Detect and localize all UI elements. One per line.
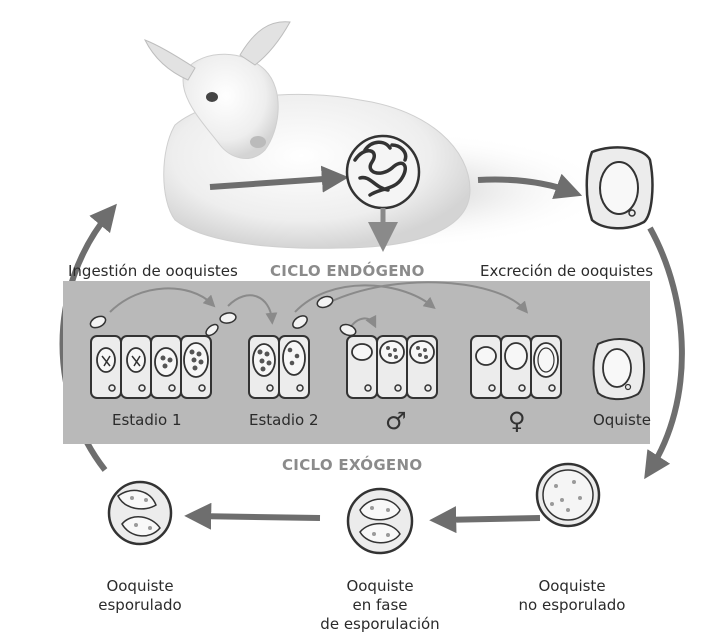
male-gamont-cells <box>347 336 437 398</box>
excreted-oocyst <box>587 147 653 228</box>
endogenous-cycle-title: CICLO ENDÓGENO <box>270 262 425 280</box>
sporulated-label: Ooquiste esporulado <box>85 577 195 615</box>
ingestion-label: Ingestión de ooquistes <box>68 262 238 281</box>
cycle-arrow-bottom-left <box>195 516 320 518</box>
cycle-arrow-right <box>650 228 682 470</box>
intestine-circle <box>347 136 419 208</box>
oocyst-sporulated <box>109 482 171 544</box>
stage2-label: Estadio 2 <box>249 411 319 430</box>
oocyst-panel-label: Oquiste <box>593 411 651 430</box>
male-symbol: ♂ <box>385 409 407 433</box>
cycle-arrow-bottom-right <box>440 518 540 520</box>
unsporulated-label: Ooquiste no esporulado <box>512 577 632 615</box>
excretion-label: Excreción de ooquistes <box>480 262 653 281</box>
panel-oocyst <box>594 339 645 399</box>
oocyst-unsporulated <box>537 464 599 526</box>
female-symbol: ♀ <box>508 409 526 433</box>
exogenous-cycle-title: CICLO EXÓGENO <box>282 456 422 474</box>
stage2-cells <box>249 336 309 398</box>
stage1-cells <box>91 336 211 398</box>
oocyst-sporulating <box>348 489 412 553</box>
female-gamont-cells <box>471 336 561 398</box>
stage1-label: Estadio 1 <box>112 411 182 430</box>
sporulating-label: Ooquiste en fase de esporulación <box>305 577 455 634</box>
